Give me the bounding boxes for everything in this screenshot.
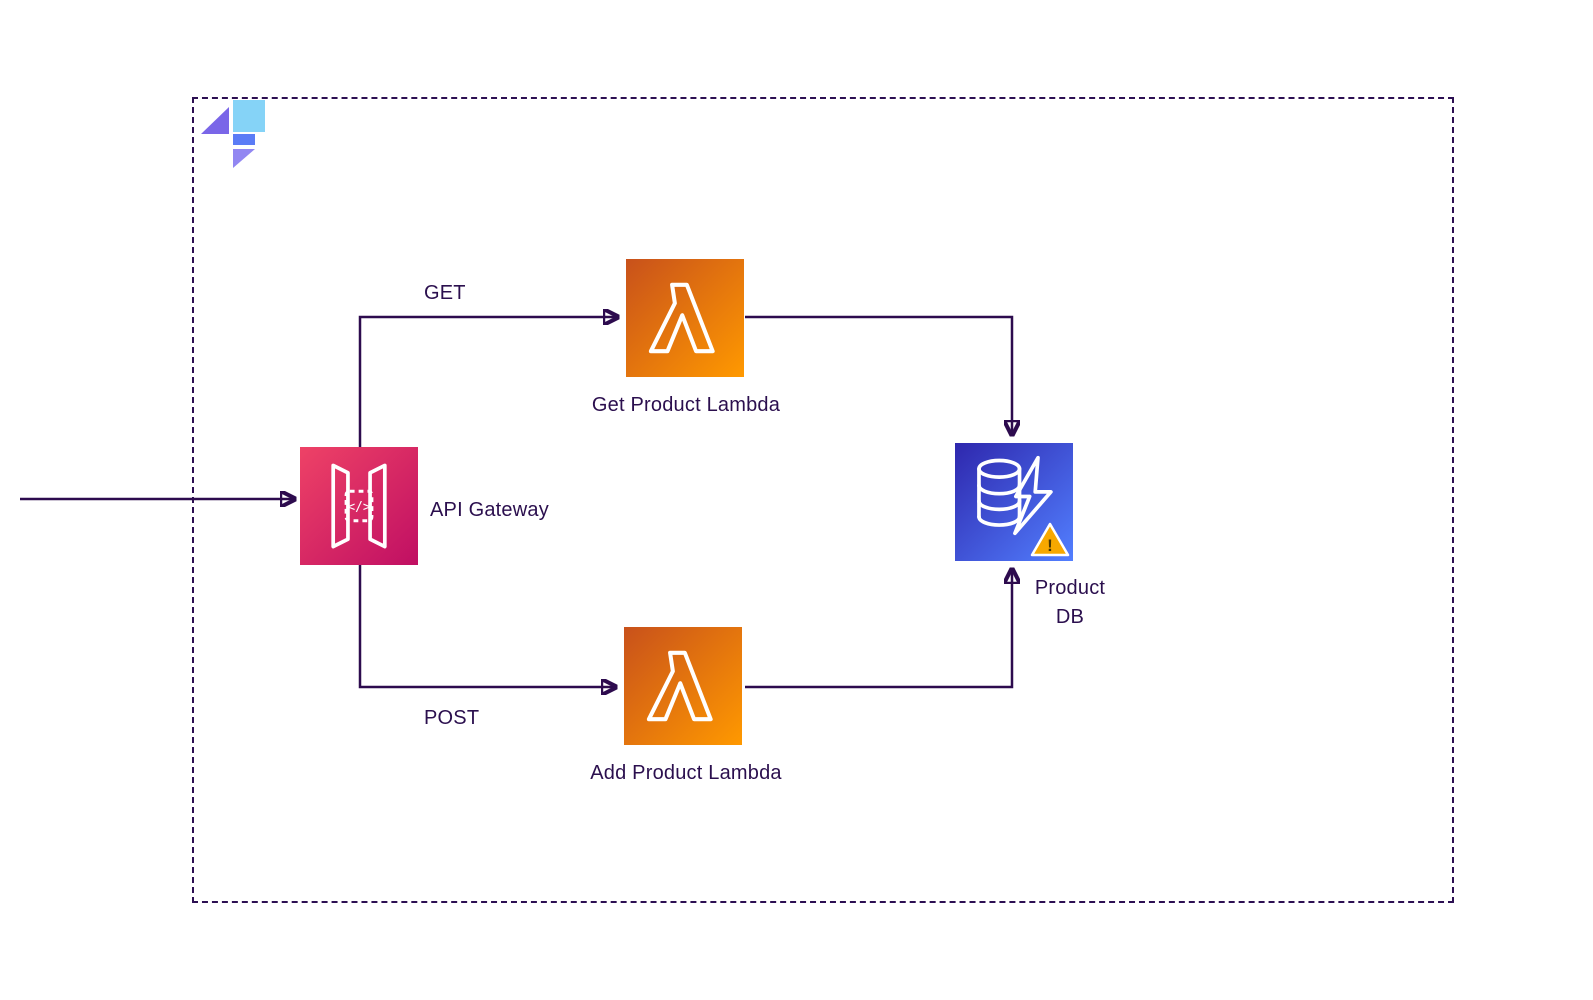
api-gateway-glyph: </>: [347, 500, 371, 515]
edge-label-get: GET: [424, 282, 466, 304]
lambda-icon: [648, 282, 715, 354]
logo-square: [233, 100, 265, 132]
get-product-lambda-label: Get Product Lambda: [591, 394, 781, 416]
warning-icon: !: [1030, 522, 1070, 557]
api-gateway-node: </>: [300, 447, 418, 565]
product-db-node: !: [955, 443, 1073, 561]
product-db-label: Product DB: [1034, 577, 1106, 628]
lambda-icon: [646, 650, 713, 722]
logo-bar: [233, 134, 255, 145]
logo: [201, 100, 265, 168]
add-product-lambda-label: Add Product Lambda: [590, 762, 782, 784]
warning-glyph: !: [1047, 536, 1053, 555]
database-icon: [977, 455, 1053, 536]
edge-label-post: POST: [424, 707, 480, 729]
api-gateway-icon: </>: [331, 463, 387, 549]
get-product-lambda-node: [626, 259, 744, 377]
add-product-lambda-node: [624, 627, 742, 745]
logo-triangle-top: [201, 107, 229, 134]
logo-triangle-bottom: [233, 149, 255, 168]
api-gateway-label: API Gateway: [430, 499, 549, 521]
